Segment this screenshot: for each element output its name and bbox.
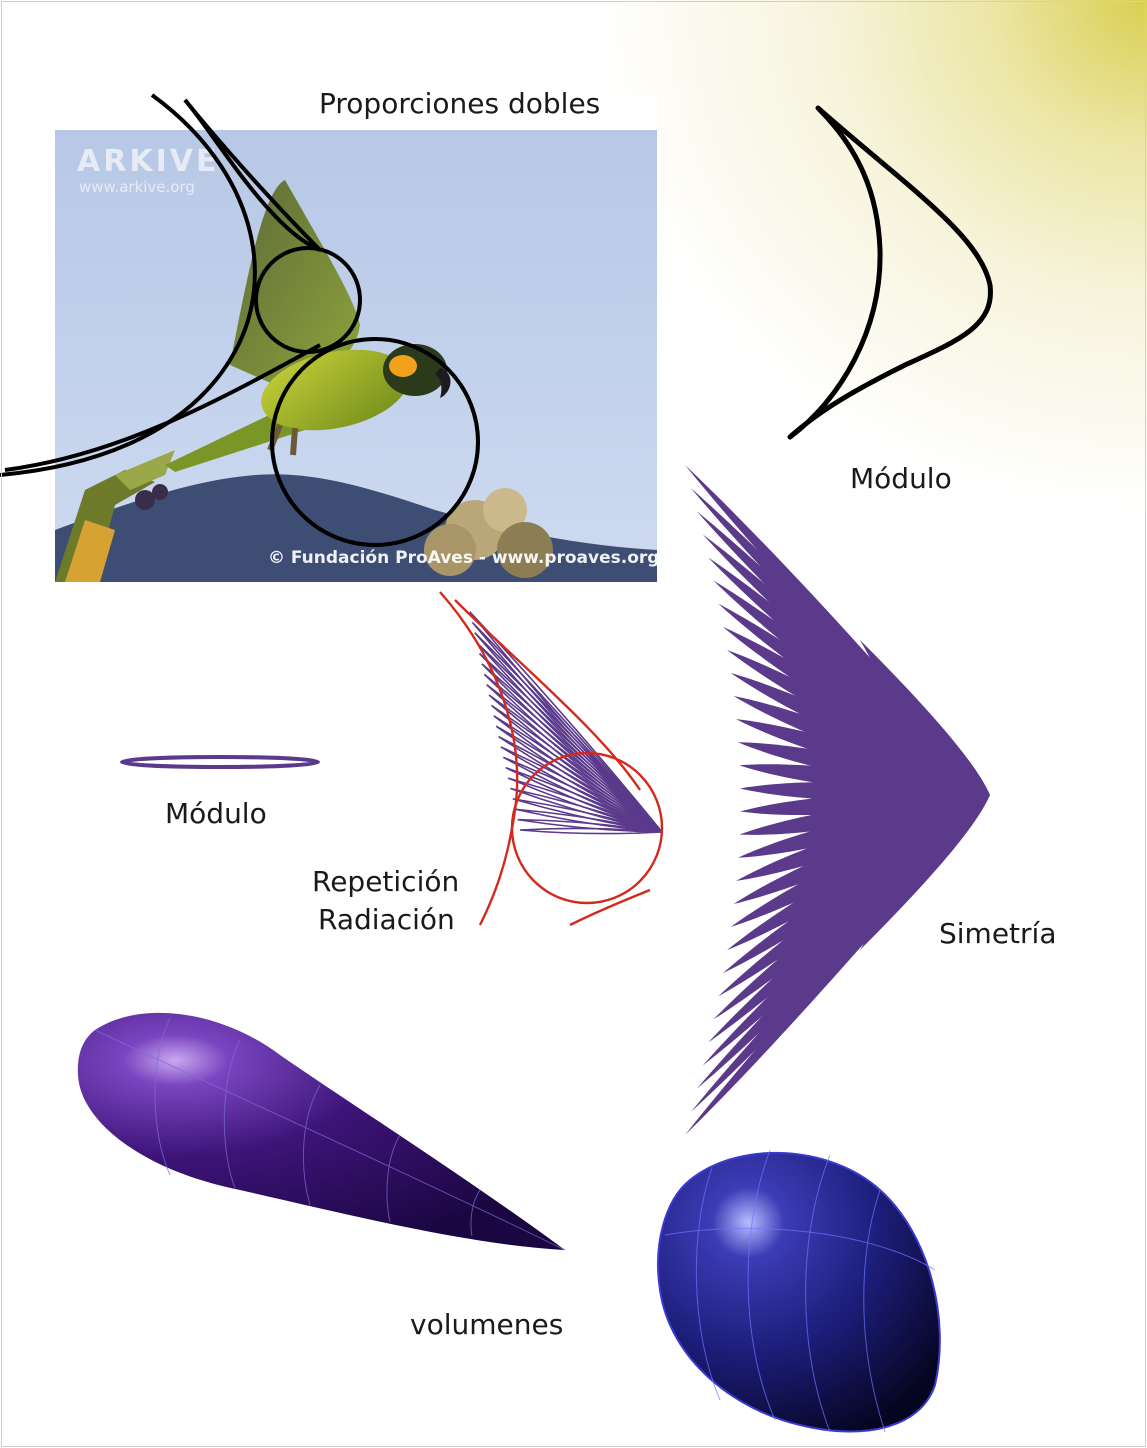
crescent-module xyxy=(790,108,990,437)
construction-arc-outer xyxy=(0,95,255,475)
construction-circle-large xyxy=(272,339,478,545)
symmetric-wing xyxy=(685,465,990,1135)
radiating-feathers xyxy=(470,612,662,834)
label-repetition: Repetición xyxy=(312,866,459,898)
radiation-construction xyxy=(440,592,662,925)
volume-ovoid-body xyxy=(658,1153,940,1432)
label-volumes: volumenes xyxy=(410,1309,563,1341)
label-module-top: Módulo xyxy=(850,463,952,495)
label-module-left: Módulo xyxy=(165,798,267,830)
feather-module-ellipse xyxy=(122,757,318,767)
radiation-tail-line xyxy=(570,890,650,925)
double-proportion-construction xyxy=(0,95,478,545)
construction-circle-small xyxy=(256,248,360,352)
label-radiation: Radiación xyxy=(318,904,455,936)
label-symmetry: Simetría xyxy=(939,918,1056,950)
volume-teardrop xyxy=(78,1013,565,1250)
title-double-proportions: Proporciones dobles xyxy=(319,88,600,120)
construction-arc-inner xyxy=(185,100,320,250)
volume-ovoid xyxy=(658,1150,940,1432)
